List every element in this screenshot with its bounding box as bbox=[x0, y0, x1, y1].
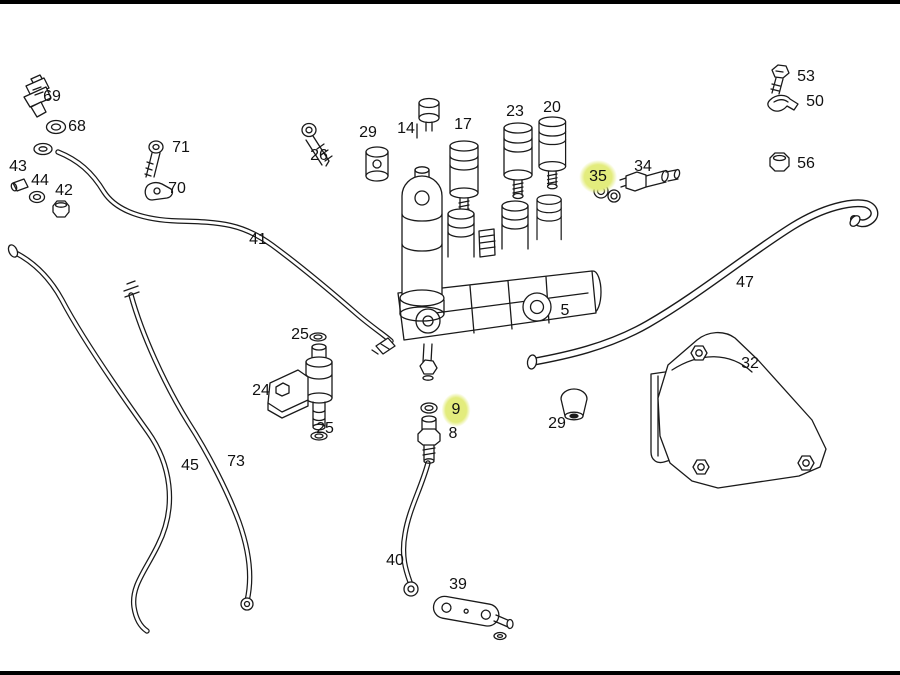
part-label-20-13[interactable]: 20 bbox=[543, 99, 561, 116]
bottom-border-bar bbox=[0, 671, 900, 675]
part-label-14-10[interactable]: 14 bbox=[397, 120, 415, 137]
part-label-44-3[interactable]: 44 bbox=[31, 172, 49, 189]
part-label-69-0[interactable]: 69 bbox=[43, 88, 61, 105]
part-label-50-17[interactable]: 50 bbox=[806, 93, 824, 110]
part-label-29-27[interactable]: 29 bbox=[548, 415, 566, 432]
part-label-34-15[interactable]: 34 bbox=[634, 158, 652, 175]
part-label-17-11[interactable]: 17 bbox=[454, 116, 472, 133]
part-label-70-6[interactable]: 70 bbox=[168, 180, 186, 197]
part-label-32-21[interactable]: 32 bbox=[741, 355, 759, 372]
part-label-45-28[interactable]: 45 bbox=[181, 457, 199, 474]
part-label-25-22[interactable]: 25 bbox=[291, 326, 309, 343]
part-label-40-30[interactable]: 40 bbox=[386, 552, 404, 569]
part-label-43-2[interactable]: 43 bbox=[9, 158, 27, 175]
part-label-47-19[interactable]: 47 bbox=[736, 274, 754, 291]
part-label-71-5[interactable]: 71 bbox=[172, 139, 190, 156]
part-label-39-31[interactable]: 39 bbox=[449, 576, 467, 593]
part-label-73-29[interactable]: 73 bbox=[227, 453, 245, 470]
part-label-41-7[interactable]: 41 bbox=[249, 231, 267, 248]
part-label-68-1[interactable]: 68 bbox=[68, 118, 86, 135]
part-label-56-18[interactable]: 56 bbox=[797, 155, 815, 172]
part-label-25-24[interactable]: 25 bbox=[316, 420, 334, 437]
part-label-29-9[interactable]: 29 bbox=[359, 124, 377, 141]
part-label-9-25[interactable]: 9 bbox=[441, 393, 471, 427]
part-label-26-8[interactable]: 26 bbox=[310, 147, 328, 164]
part-label-5-20[interactable]: 5 bbox=[560, 302, 570, 319]
part-label-23-12[interactable]: 23 bbox=[506, 103, 524, 120]
part-label-24-23[interactable]: 24 bbox=[252, 382, 270, 399]
part-label-42-4[interactable]: 42 bbox=[55, 182, 73, 199]
part-label-53-16[interactable]: 53 bbox=[797, 68, 815, 85]
part-label-8-26[interactable]: 8 bbox=[448, 425, 458, 442]
top-border-bar bbox=[0, 0, 900, 4]
part-label-35-14[interactable]: 35 bbox=[579, 160, 617, 194]
